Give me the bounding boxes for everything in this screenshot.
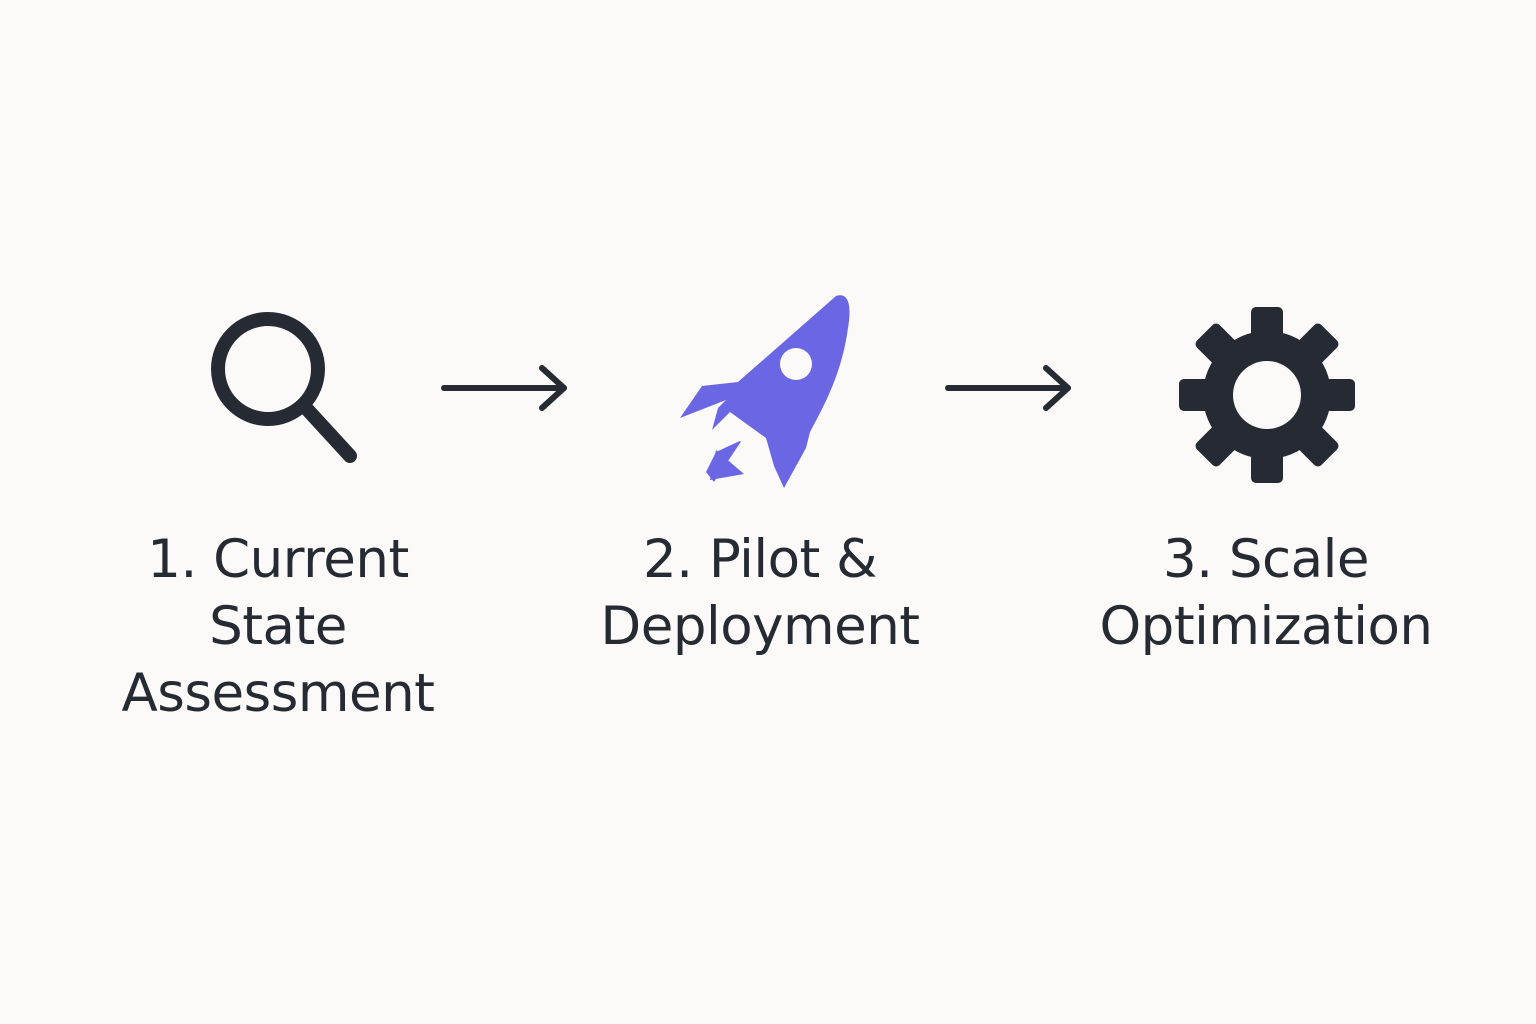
rocket-icon	[680, 295, 850, 488]
step-3-label-line: 3. Scale	[1162, 529, 1370, 590]
step-3-label: 3. Scale Optimization	[1056, 526, 1476, 660]
step-1-label-line: Assessment	[121, 663, 435, 724]
step-2-label-line: 2. Pilot &	[642, 529, 878, 590]
step-1-label-line: State	[209, 596, 347, 657]
step-1-label: 1. Current State Assessment	[88, 526, 468, 727]
arrow-right-icon	[945, 365, 1071, 411]
arrow-right-icon	[441, 365, 567, 411]
step-2-label-line: Deployment	[600, 596, 920, 657]
gear-icon	[1179, 307, 1355, 483]
magnifier-icon	[211, 312, 357, 463]
step-1-label-line: 1. Current	[147, 529, 409, 590]
step-3-label-line: Optimization	[1099, 596, 1433, 657]
step-2-label: 2. Pilot & Deployment	[560, 526, 960, 660]
